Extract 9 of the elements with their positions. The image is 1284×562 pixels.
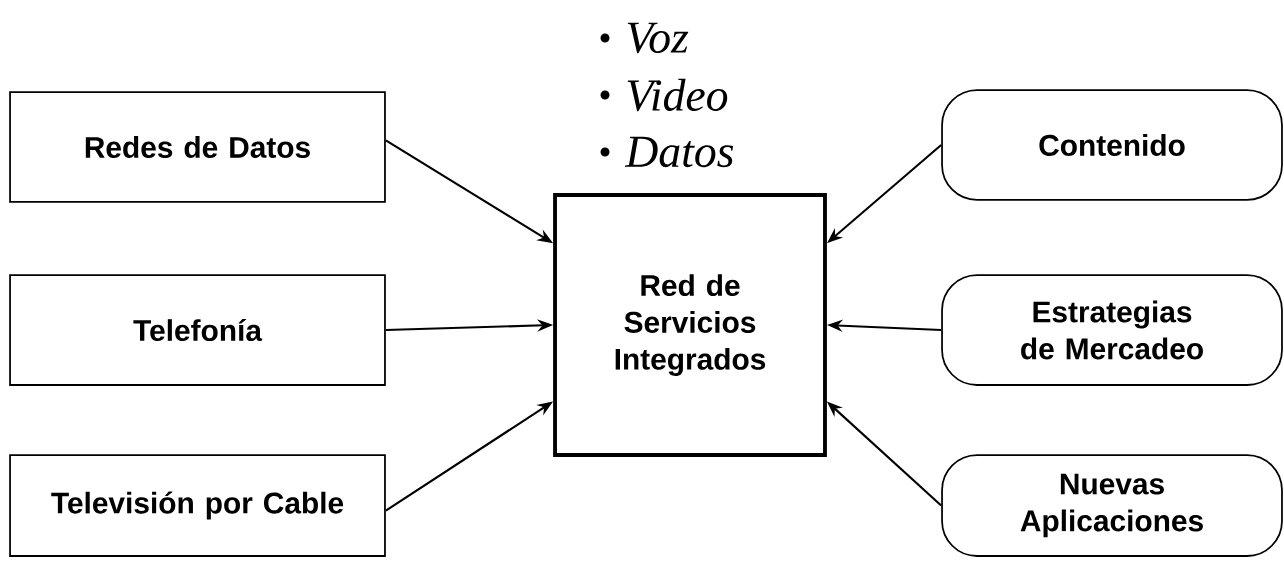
rounded-box: Nuevas Aplicaciones	[941, 454, 1283, 557]
process-box: Televisión por Cable	[9, 454, 386, 557]
bullet-item: Video	[627, 78, 728, 112]
central-box: Red de Servicios Integrados	[553, 193, 827, 457]
process-box: Redes de Datos	[9, 91, 386, 203]
process-box: Telefonía	[9, 274, 386, 386]
rounded-box: Contenido	[941, 89, 1283, 201]
rounded-box: Estrategias de Mercadeo	[941, 274, 1283, 386]
bullet-item: Voz	[627, 22, 689, 54]
